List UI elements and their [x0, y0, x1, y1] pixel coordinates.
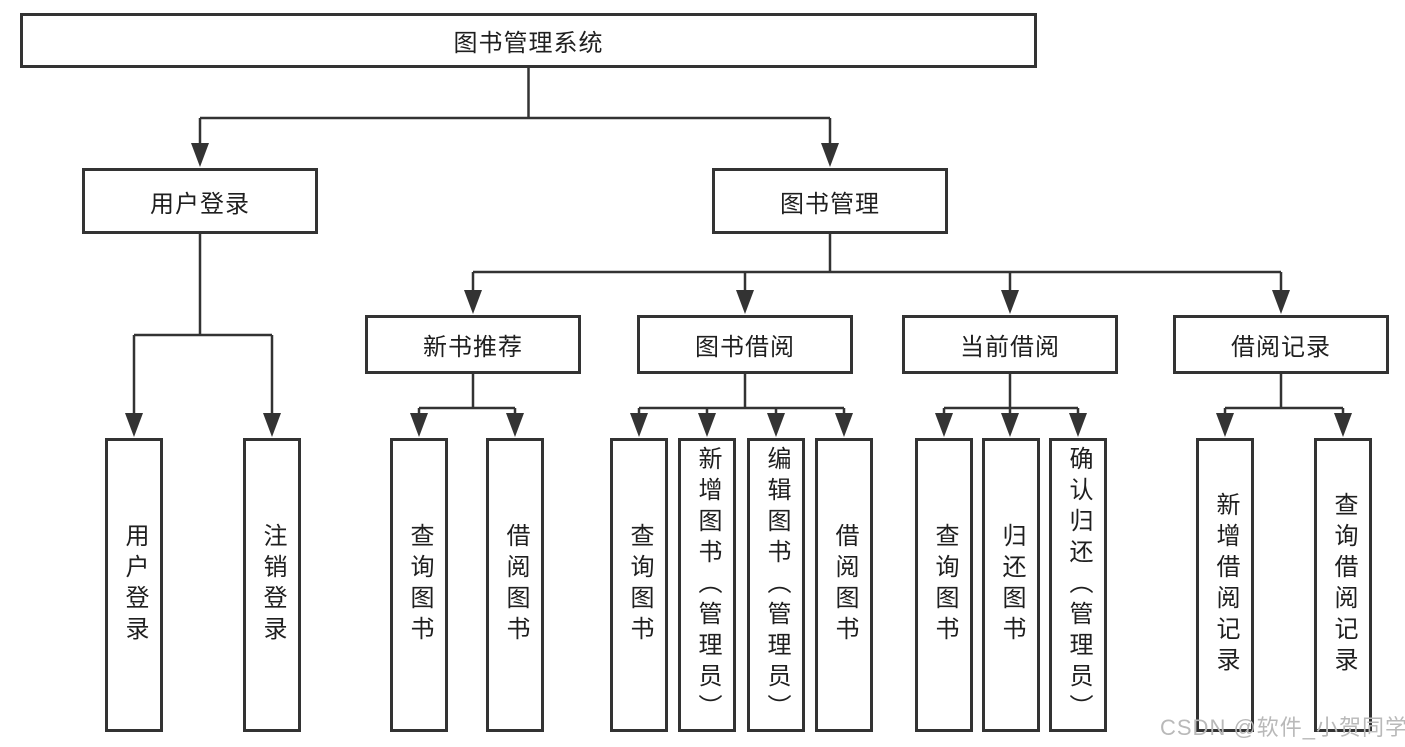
node-user-login: 用户登录: [105, 438, 163, 732]
node-label: 借阅记录: [1231, 334, 1331, 361]
node-confirm-return-admin: 确认归还（管理员）: [1049, 438, 1107, 732]
node-label: 查询借阅记录: [1330, 492, 1357, 678]
node-label: 新增图书（管理员）: [694, 445, 721, 725]
node-query-books-borrow: 查询图书: [610, 438, 668, 732]
node-label: 图书管理系统: [453, 30, 604, 57]
node-query-books-recommend: 查询图书: [390, 438, 448, 732]
node-label: 归还图书: [998, 523, 1025, 647]
node-label: 用户登录: [150, 190, 250, 218]
csdn-watermark: CSDN @软件_小贺同学: [1160, 715, 1405, 740]
node-library-system: 图书管理系统: [20, 13, 1037, 68]
node-label: 借阅图书: [502, 523, 529, 647]
node-label: 新增借阅记录: [1212, 492, 1239, 678]
node-label: 注销登录: [259, 523, 286, 647]
node-book-borrowing: 图书借阅: [637, 315, 853, 374]
node-edit-books-admin: 编辑图书（管理员）: [747, 438, 805, 732]
node-borrowing-records: 借阅记录: [1173, 315, 1389, 374]
node-current-borrowing: 当前借阅: [902, 315, 1118, 374]
node-label: 查询图书: [931, 523, 958, 647]
node-add-borrow-record: 新增借阅记录: [1196, 438, 1254, 732]
node-label: 图书管理: [780, 190, 880, 218]
arrowheads: [125, 143, 1352, 437]
node-label: 用户登录: [121, 523, 148, 647]
node-new-book-recommend: 新书推荐: [365, 315, 581, 374]
node-borrow-books: 借阅图书: [815, 438, 873, 732]
node-user-login-branch: 用户登录: [82, 168, 318, 234]
node-query-borrow-record: 查询借阅记录: [1314, 438, 1372, 732]
node-return-books: 归还图书: [982, 438, 1040, 732]
node-label: 图书借阅: [695, 334, 795, 361]
node-book-management: 图书管理: [712, 168, 948, 234]
node-query-books-current: 查询图书: [915, 438, 973, 732]
node-label: 当前借阅: [960, 334, 1060, 361]
node-label: 编辑图书（管理员）: [763, 445, 790, 725]
node-label: 确认归还（管理员）: [1065, 445, 1092, 725]
node-label: 查询图书: [406, 523, 433, 647]
node-add-books-admin: 新增图书（管理员）: [678, 438, 736, 732]
node-borrow-books-recommend: 借阅图书: [486, 438, 544, 732]
node-label: 新书推荐: [423, 334, 523, 361]
node-logout-login: 注销登录: [243, 438, 301, 732]
node-label: 借阅图书: [831, 523, 858, 647]
node-label: 查询图书: [626, 523, 653, 647]
